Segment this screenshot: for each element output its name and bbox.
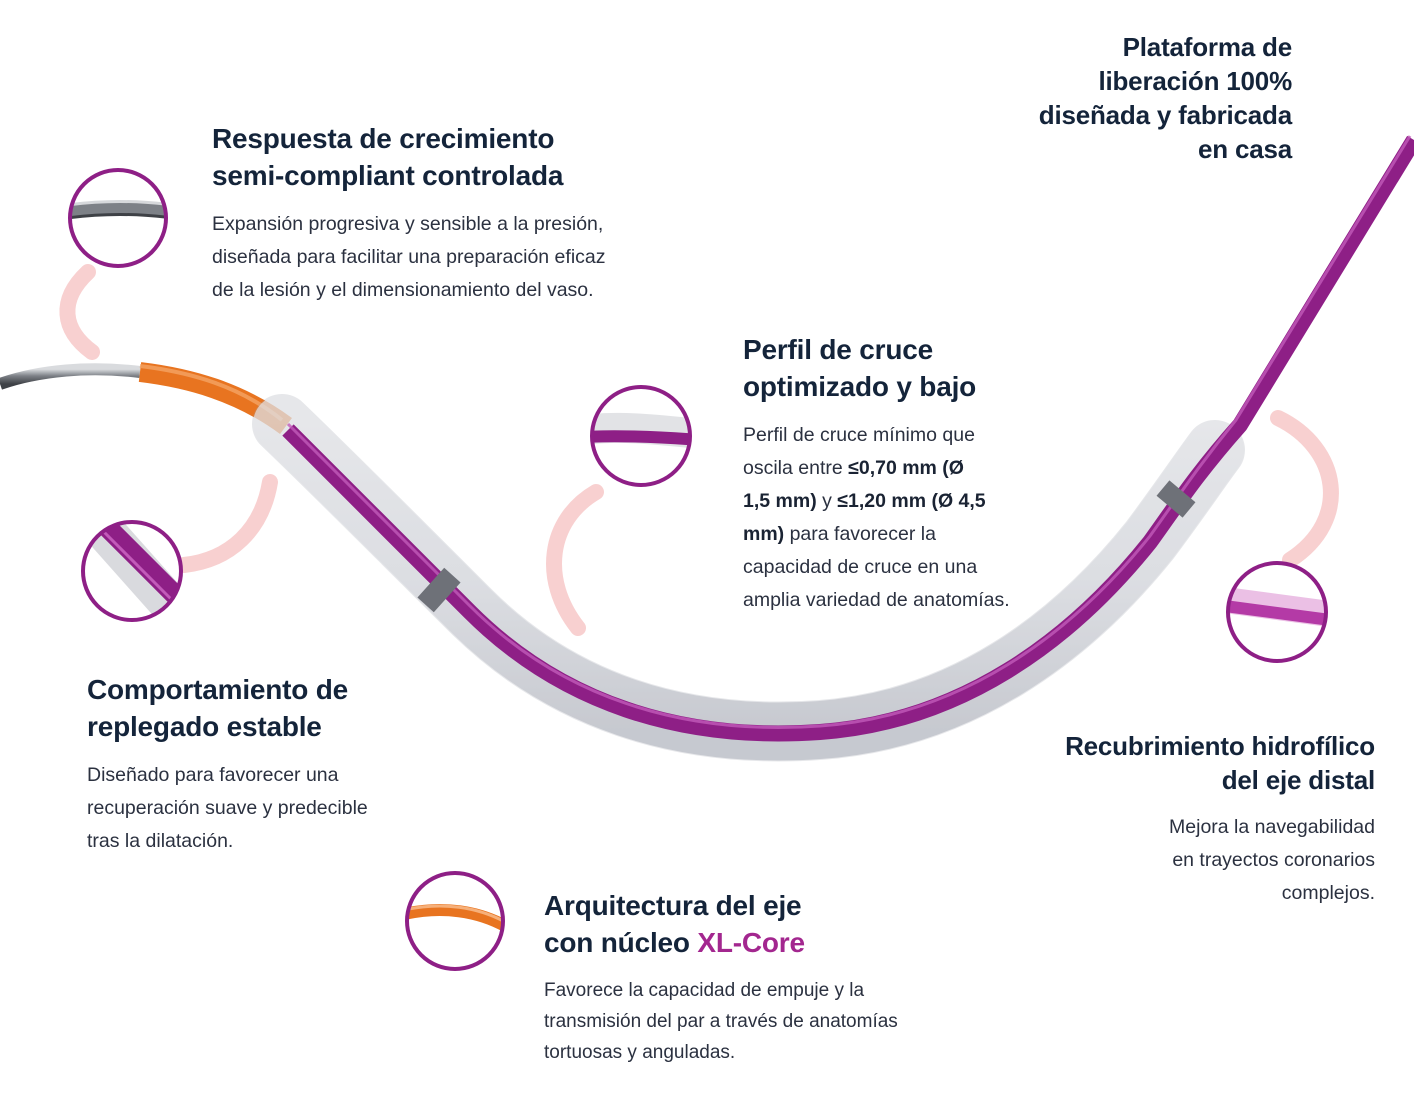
feature-core: Arquitectura del eje con núcleo XL-Core … [544, 887, 964, 1068]
feature-desc: para favorecer la [784, 523, 936, 545]
feature-desc: tras la dilatación. [87, 830, 234, 852]
marker-band-right [1156, 480, 1196, 518]
feature-desc: en trayectos coronarios [1172, 849, 1375, 871]
feature-desc: Perfil de cruce mínimo que [743, 424, 975, 446]
feature-desc-bold: 1,5 mm) [743, 490, 817, 512]
feature-desc: de la lesión y el dimensionamiento del v… [212, 279, 594, 301]
feature-refold: Comportamiento de replegado estable Dise… [87, 671, 447, 858]
callout-arcs [59, 264, 1339, 636]
guide-wire [0, 363, 141, 390]
feature-desc: tortuosas y anguladas. [544, 1042, 736, 1063]
feature-desc: complejos. [1281, 882, 1375, 904]
zoom-circle-coating [1226, 561, 1328, 663]
xl-core-accent: XL-Core [697, 927, 805, 958]
feature-desc: transmisión del par a través de anatomía… [544, 1011, 898, 1032]
platform-line: en casa [1197, 134, 1292, 164]
feature-title: optimizado y bajo [743, 371, 977, 402]
feature-desc: Diseñado para favorecer una [87, 764, 339, 786]
feature-title: Comportamiento de [87, 674, 349, 705]
feature-desc-bold: mm) [743, 523, 785, 545]
feature-desc: Expansión progresiva y sensible a la pre… [212, 213, 604, 235]
platform-line: diseñada y fabricada [1038, 100, 1292, 130]
feature-title: del eje distal [1221, 765, 1375, 795]
feature-desc: amplia variedad de anatomías. [743, 589, 1010, 611]
feature-desc: y [816, 490, 838, 512]
feature-title: replegado estable [87, 711, 322, 742]
feature-desc: Mejora la navegabilidad [1169, 816, 1375, 838]
feature-desc: oscila entre [743, 457, 849, 479]
zoom-circle-refold [81, 520, 183, 622]
marker-band-left [417, 567, 461, 613]
feature-desc: diseñada para facilitar una preparación … [212, 246, 606, 268]
feature-desc: capacidad de cruce en una [743, 556, 978, 578]
feature-title: con núcleo [544, 927, 698, 958]
feature-title: Respuesta de crecimiento [212, 123, 555, 154]
feature-title: semi-compliant controlada [212, 160, 564, 191]
feature-crossing: Perfil de cruce optimizado y bajo Perfil… [743, 331, 1053, 617]
feature-growth: Respuesta de crecimiento semi-compliant … [212, 120, 682, 307]
feature-desc: Favorece la capacidad de empuje y la [544, 980, 865, 1001]
zoom-circle-core [405, 871, 505, 971]
zoom-circle-growth [68, 168, 168, 268]
platform-line: liberación 100% [1098, 66, 1292, 96]
feature-title: Recubrimiento hidrofílico [1065, 731, 1375, 761]
feature-coating: Recubrimiento hidrofílico del eje distal… [975, 729, 1375, 910]
feature-desc-bold: ≤0,70 mm (Ø [848, 457, 964, 479]
feature-title: Arquitectura del eje [544, 890, 802, 921]
platform-line: Plataforma de [1122, 32, 1293, 62]
purple-shaft [282, 135, 1414, 742]
feature-title: Perfil de cruce [743, 334, 933, 365]
platform-label: Plataforma de liberación 100% diseñada y… [932, 30, 1292, 166]
feature-desc-bold: ≤1,20 mm (Ø 4,5 [837, 490, 986, 512]
feature-desc: recuperación suave y predecible [87, 797, 368, 819]
zoom-circle-crossing [590, 385, 692, 487]
